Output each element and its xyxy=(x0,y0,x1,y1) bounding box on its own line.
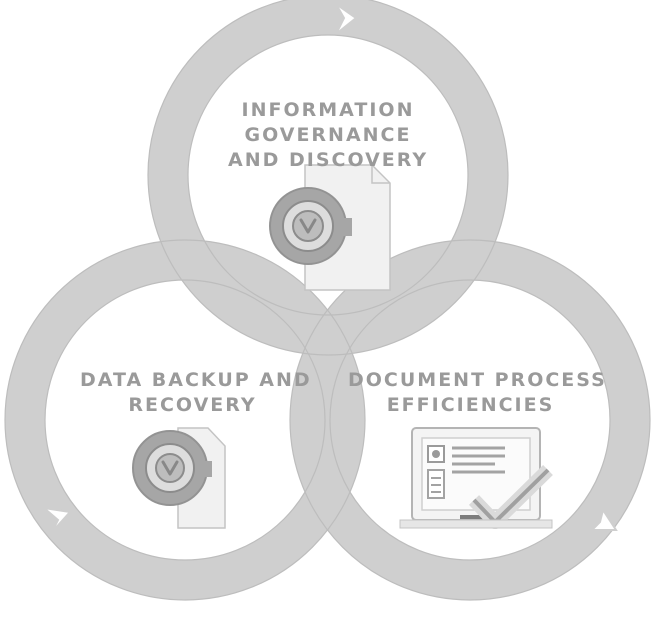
label-top-line-3: AND DISCOVERY xyxy=(228,149,429,171)
vault-dial-document-icon xyxy=(269,164,391,291)
ring-right xyxy=(290,240,650,600)
label-top-line-1: INFORMATION xyxy=(241,99,415,121)
label-left-line-2: RECOVERY xyxy=(128,394,257,416)
label-right-line-2: EFFICIENCIES xyxy=(386,394,555,416)
label-left-line-1: DATA BACKUP AND xyxy=(80,369,312,391)
label-right-line-1: DOCUMENT PROCESS xyxy=(348,369,607,391)
vault-dial-icon xyxy=(132,427,226,529)
ring-left xyxy=(5,240,365,600)
arrow-right-icon xyxy=(589,507,618,531)
arrow-top-icon xyxy=(335,3,358,35)
monitor-checkmark-icon xyxy=(399,427,553,529)
label-information-governance: INFORMATION GOVERNANCE AND DISCOVERY xyxy=(228,98,428,173)
label-top-line-2: GOVERNANCE xyxy=(244,124,412,146)
label-data-backup: DATA BACKUP AND RECOVERY xyxy=(80,368,312,418)
label-document-process: DOCUMENT PROCESS EFFICIENCIES xyxy=(348,368,607,418)
arrow-left-icon xyxy=(40,506,72,533)
